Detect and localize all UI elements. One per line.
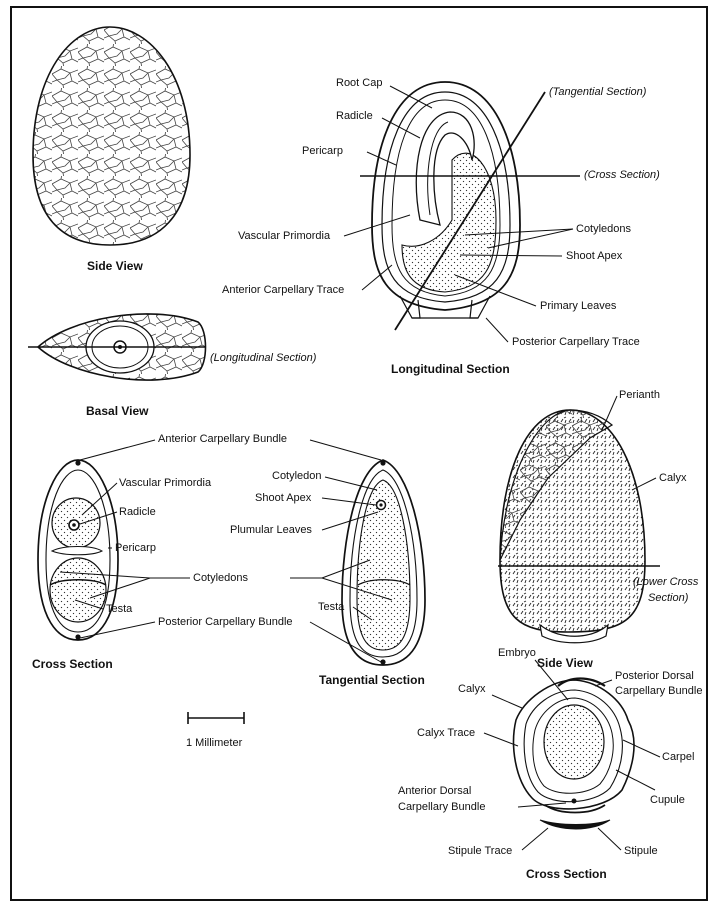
label-calyx-side: Calyx: [659, 472, 687, 484]
label-vascular-primordia-cross: Vascular Primordia: [119, 477, 211, 489]
label-stipule-trace: Stipule Trace: [448, 845, 512, 857]
label-anterior-carpellary-trace: Anterior Carpellary Trace: [222, 284, 344, 296]
label-testa-right: Testa: [318, 601, 344, 613]
note-longitudinal-section: (Longitudinal Section): [210, 352, 316, 364]
scale-bar-label: 1 Millimeter: [186, 737, 242, 749]
label-radicle: Radicle: [336, 110, 373, 122]
note-lower-cross-2: Section): [648, 592, 688, 604]
longitudinal-section: [360, 82, 580, 330]
label-posterior-carpellary-trace: Posterior Carpellary Trace: [512, 336, 640, 348]
label-embryo: Embryo: [498, 647, 536, 659]
label-vascular-primordia: Vascular Primordia: [238, 230, 330, 242]
label-anterior-dorsal-2: Carpellary Bundle: [398, 801, 485, 813]
label-posterior-carpellary-bundle: Posterior Carpellary Bundle: [158, 616, 293, 628]
title-cross-section-right: Cross Section: [526, 867, 607, 881]
title-longitudinal-section: Longitudinal Section: [391, 362, 510, 376]
label-pericarp: Pericarp: [302, 145, 343, 157]
label-testa-left: Testa: [106, 603, 132, 615]
label-pericarp-cross: Pericarp: [115, 542, 156, 554]
note-cross-section: (Cross Section): [584, 169, 660, 181]
label-shoot-apex: Shoot Apex: [566, 250, 622, 262]
label-plumular-leaves: Plumular Leaves: [230, 524, 312, 536]
basal-view-seed: [28, 314, 206, 380]
label-calyx-cross: Calyx: [458, 683, 486, 695]
label-primary-leaves: Primary Leaves: [540, 300, 616, 312]
scale-bar: [188, 712, 244, 724]
label-posterior-dorsal-1: Posterior Dorsal: [615, 670, 694, 682]
label-cupule: Cupule: [650, 794, 685, 806]
cross-section-right: [514, 679, 634, 830]
title-side-view-right: Side View: [537, 656, 593, 670]
tangential-section: [342, 460, 425, 665]
label-calyx-trace: Calyx Trace: [417, 727, 475, 739]
title-cross-section-left: Cross Section: [32, 657, 113, 671]
label-cotyledon: Cotyledon: [272, 470, 322, 482]
label-cotyledons: Cotyledons: [576, 223, 631, 235]
label-carpel: Carpel: [662, 751, 694, 763]
side-view-right: [498, 410, 660, 643]
side-view-seed-top: [33, 27, 190, 245]
label-shoot-apex-tangential: Shoot Apex: [255, 492, 311, 504]
label-anterior-carpellary-bundle: Anterior Carpellary Bundle: [158, 433, 287, 445]
note-lower-cross-1: (Lower Cross: [633, 576, 698, 588]
label-perianth: Perianth: [619, 389, 660, 401]
note-tangential-section: (Tangential Section): [549, 86, 646, 98]
label-stipule: Stipule: [624, 845, 658, 857]
label-cotyledons-cross: Cotyledons: [193, 572, 248, 584]
label-anterior-dorsal-1: Anterior Dorsal: [398, 785, 471, 797]
label-root-cap: Root Cap: [336, 77, 382, 89]
label-posterior-dorsal-2: Carpellary Bundle: [615, 685, 702, 697]
title-tangential-section: Tangential Section: [319, 673, 425, 687]
title-side-view-top: Side View: [87, 259, 143, 273]
title-basal-view: Basal View: [86, 404, 148, 418]
label-radicle-cross: Radicle: [119, 506, 156, 518]
